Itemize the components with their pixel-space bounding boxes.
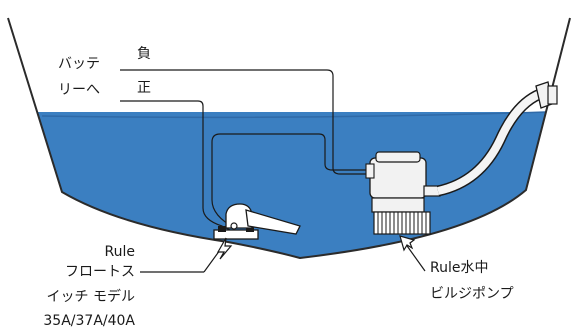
- pump-label-line1: Rule水中: [430, 260, 489, 276]
- discharge-hose: [436, 81, 558, 197]
- battery-label-line1: バッテ: [58, 56, 100, 72]
- negative-label: 負: [137, 46, 151, 62]
- pump-label-line2: ビルジポンプ: [430, 286, 514, 302]
- pointer-arrows: [216, 235, 416, 260]
- float-switch-label-line4: 35A/37A/40A: [43, 313, 135, 329]
- bilge-water: [8, 111, 570, 258]
- float-switch-label-line3: イッチ モデル: [46, 289, 135, 305]
- boat-hull: [7, 17, 571, 260]
- float-switch-label-line1: Rule: [104, 244, 135, 260]
- wires: [180, 69, 372, 231]
- bilge-pump: [365, 151, 441, 235]
- battery-label-line2: リーへ: [58, 82, 100, 98]
- float-switch: [213, 203, 301, 240]
- float-switch-label-line2: フロートス: [65, 264, 135, 280]
- label-leaders: [120, 69, 426, 273]
- positive-label: 正: [137, 80, 151, 96]
